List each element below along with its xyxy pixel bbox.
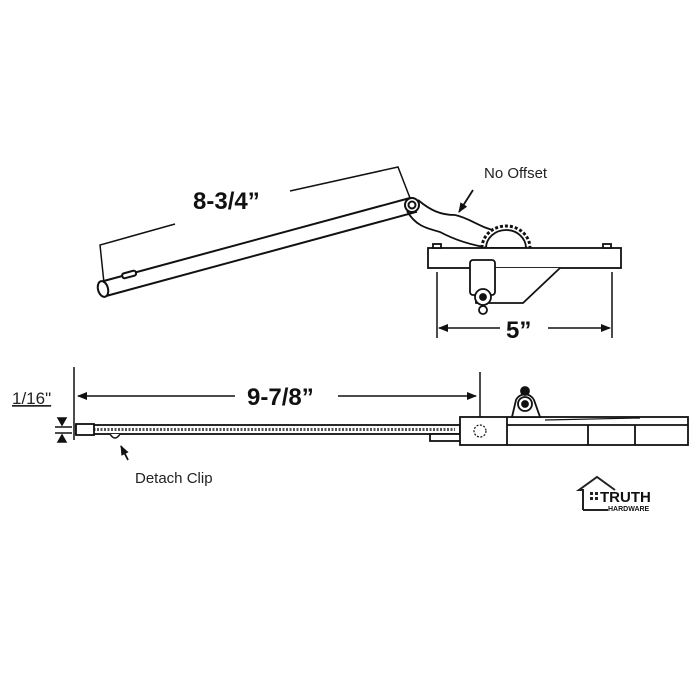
rod-thickness-arrows <box>55 417 72 443</box>
detach-clip-label: Detach Clip <box>135 470 213 487</box>
operator-arm <box>96 196 420 298</box>
arm-length-label: 8-3/4” <box>193 188 260 215</box>
no-offset-label: No Offset <box>484 165 548 182</box>
linkage <box>406 199 501 249</box>
base-width-label: 5” <box>506 317 531 344</box>
base-width-dimension <box>436 272 613 338</box>
gear <box>480 224 532 250</box>
no-offset-arrow <box>458 189 474 213</box>
logo-name: TRUTH <box>600 489 651 506</box>
logo-sub: HARDWARE <box>608 506 650 513</box>
truth-hardware-logo: TRUTH HARDWARE <box>575 475 651 513</box>
base-plate <box>427 243 622 315</box>
operator-housing-side <box>429 386 689 446</box>
arm-length-dimension <box>99 166 411 284</box>
detach-clip-arrow <box>120 445 129 461</box>
rod-length-label: 9-7/8” <box>247 384 314 411</box>
rod <box>75 423 461 439</box>
rod-length-dimension <box>73 367 481 440</box>
rod-thickness-label: 1/16" <box>12 389 51 408</box>
